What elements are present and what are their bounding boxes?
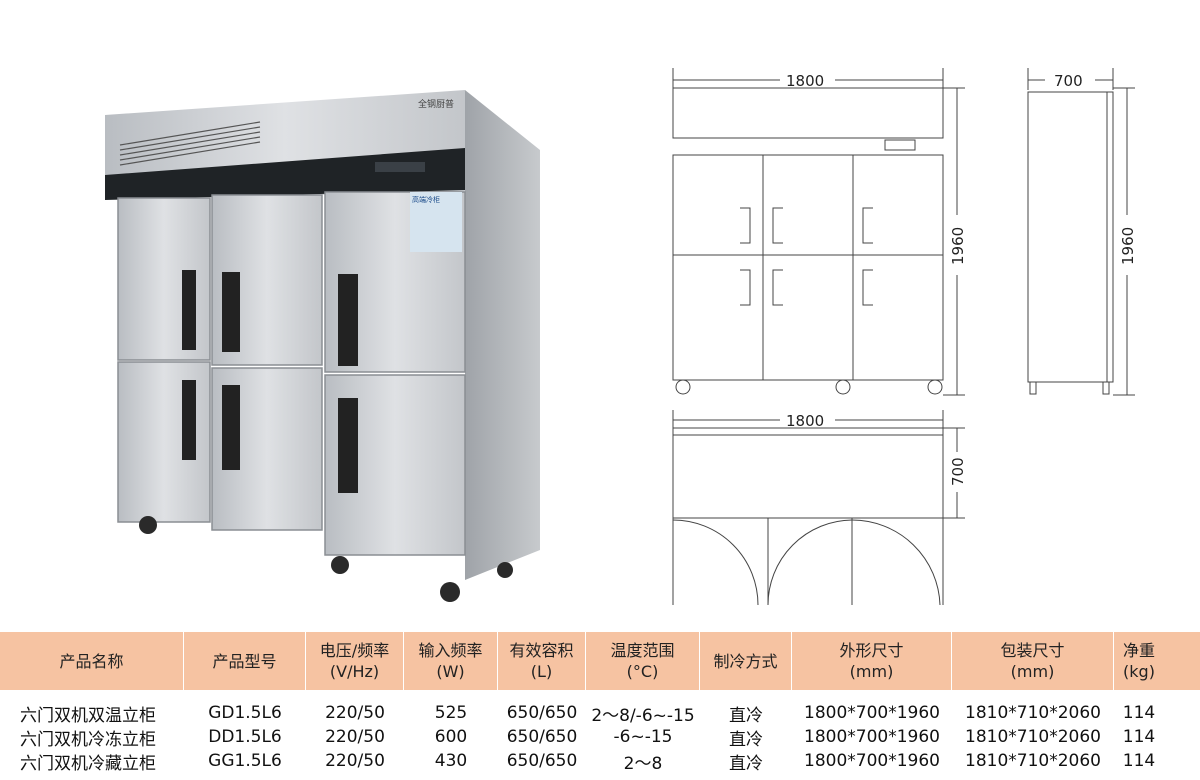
- cell-model: GD1.5L6: [208, 703, 282, 723]
- cell-package: 1810*710*2060: [965, 703, 1101, 723]
- cell-weight: 114: [1122, 703, 1156, 723]
- cell-name: 六门双机冷冻立柜: [20, 729, 156, 750]
- technical-drawings: 1800 1960 700 1960 1800 700: [672, 68, 1137, 606]
- cell-power: 430: [434, 751, 468, 771]
- header-name: 产品名称: [0, 632, 184, 690]
- cell-volume: 650/650: [506, 751, 578, 771]
- header-voltage: 电压/频率(V/Hz): [306, 632, 404, 690]
- cell-temperature: 2～8: [623, 753, 663, 774]
- top-depth-label: 700: [949, 457, 967, 486]
- cell-voltage: 220/50: [325, 703, 385, 723]
- header-package: 包装尺寸(mm): [952, 632, 1114, 690]
- header-power: 输入频率(W): [404, 632, 498, 690]
- front-height-label: 1960: [949, 227, 967, 265]
- side-height-label: 1960: [1119, 227, 1137, 265]
- side-depth-label: 700: [1054, 72, 1083, 90]
- cell-model: GG1.5L6: [208, 751, 282, 771]
- spec-table: 产品名称 产品型号 电压/频率(V/Hz) 输入频率(W) 有效容积(L) 温度…: [0, 632, 1200, 774]
- cell-dimensions: 1800*700*1960: [804, 727, 940, 747]
- cell-temperature: 2～8/-6~-15: [591, 705, 695, 726]
- cell-package: 1810*710*2060: [965, 751, 1101, 771]
- cell-name: 六门双机双温立柜: [20, 705, 156, 726]
- header-model: 产品型号: [184, 632, 306, 690]
- cell-dimensions: 1800*700*1960: [804, 751, 940, 771]
- cell-volume: 650/650: [506, 727, 578, 747]
- cell-power: 600: [434, 727, 468, 747]
- cell-package: 1810*710*2060: [965, 727, 1101, 747]
- cell-model: DD1.5L6: [208, 727, 282, 747]
- cell-voltage: 220/50: [325, 727, 385, 747]
- cell-volume: 650/650: [506, 703, 578, 723]
- header-temperature: 温度范围(°C): [586, 632, 700, 690]
- refrigerator-photo: 全钢厨普 高端冷柜: [105, 90, 540, 602]
- front-width-label: 1800: [786, 72, 824, 90]
- brand-label: 全钢厨普: [418, 98, 454, 110]
- cell-dimensions: 1800*700*1960: [804, 703, 940, 723]
- header-cooling: 制冷方式: [700, 632, 792, 690]
- cell-weight: 114: [1122, 751, 1156, 771]
- cell-weight: 114: [1122, 727, 1156, 747]
- table-header: 产品名称 产品型号 电压/频率(V/Hz) 输入频率(W) 有效容积(L) 温度…: [0, 632, 1200, 690]
- panel-label: 高端冷柜: [412, 195, 440, 204]
- cell-voltage: 220/50: [325, 751, 385, 771]
- table-row: 六门双机冷藏立柜 GG1.5L6 220/50 430 650/650 2～8 …: [0, 750, 1200, 774]
- cell-power: 525: [434, 703, 468, 723]
- cell-cooling: 直冷: [729, 729, 763, 750]
- header-weight: 净重(kg): [1122, 641, 1155, 681]
- header-dimensions: 外形尺寸(mm): [792, 632, 952, 690]
- cell-cooling: 直冷: [729, 705, 763, 726]
- cell-cooling: 直冷: [729, 753, 763, 774]
- table-row: 六门双机冷冻立柜 DD1.5L6 220/50 600 650/650 -6~-…: [0, 726, 1200, 750]
- table-row: 六门双机双温立柜 GD1.5L6 220/50 525 650/650 2～8/…: [0, 702, 1200, 726]
- cell-name: 六门双机冷藏立柜: [20, 753, 156, 774]
- cell-temperature: -6~-15: [613, 727, 673, 747]
- top-width-label: 1800: [786, 412, 824, 430]
- header-volume: 有效容积(L): [498, 632, 586, 690]
